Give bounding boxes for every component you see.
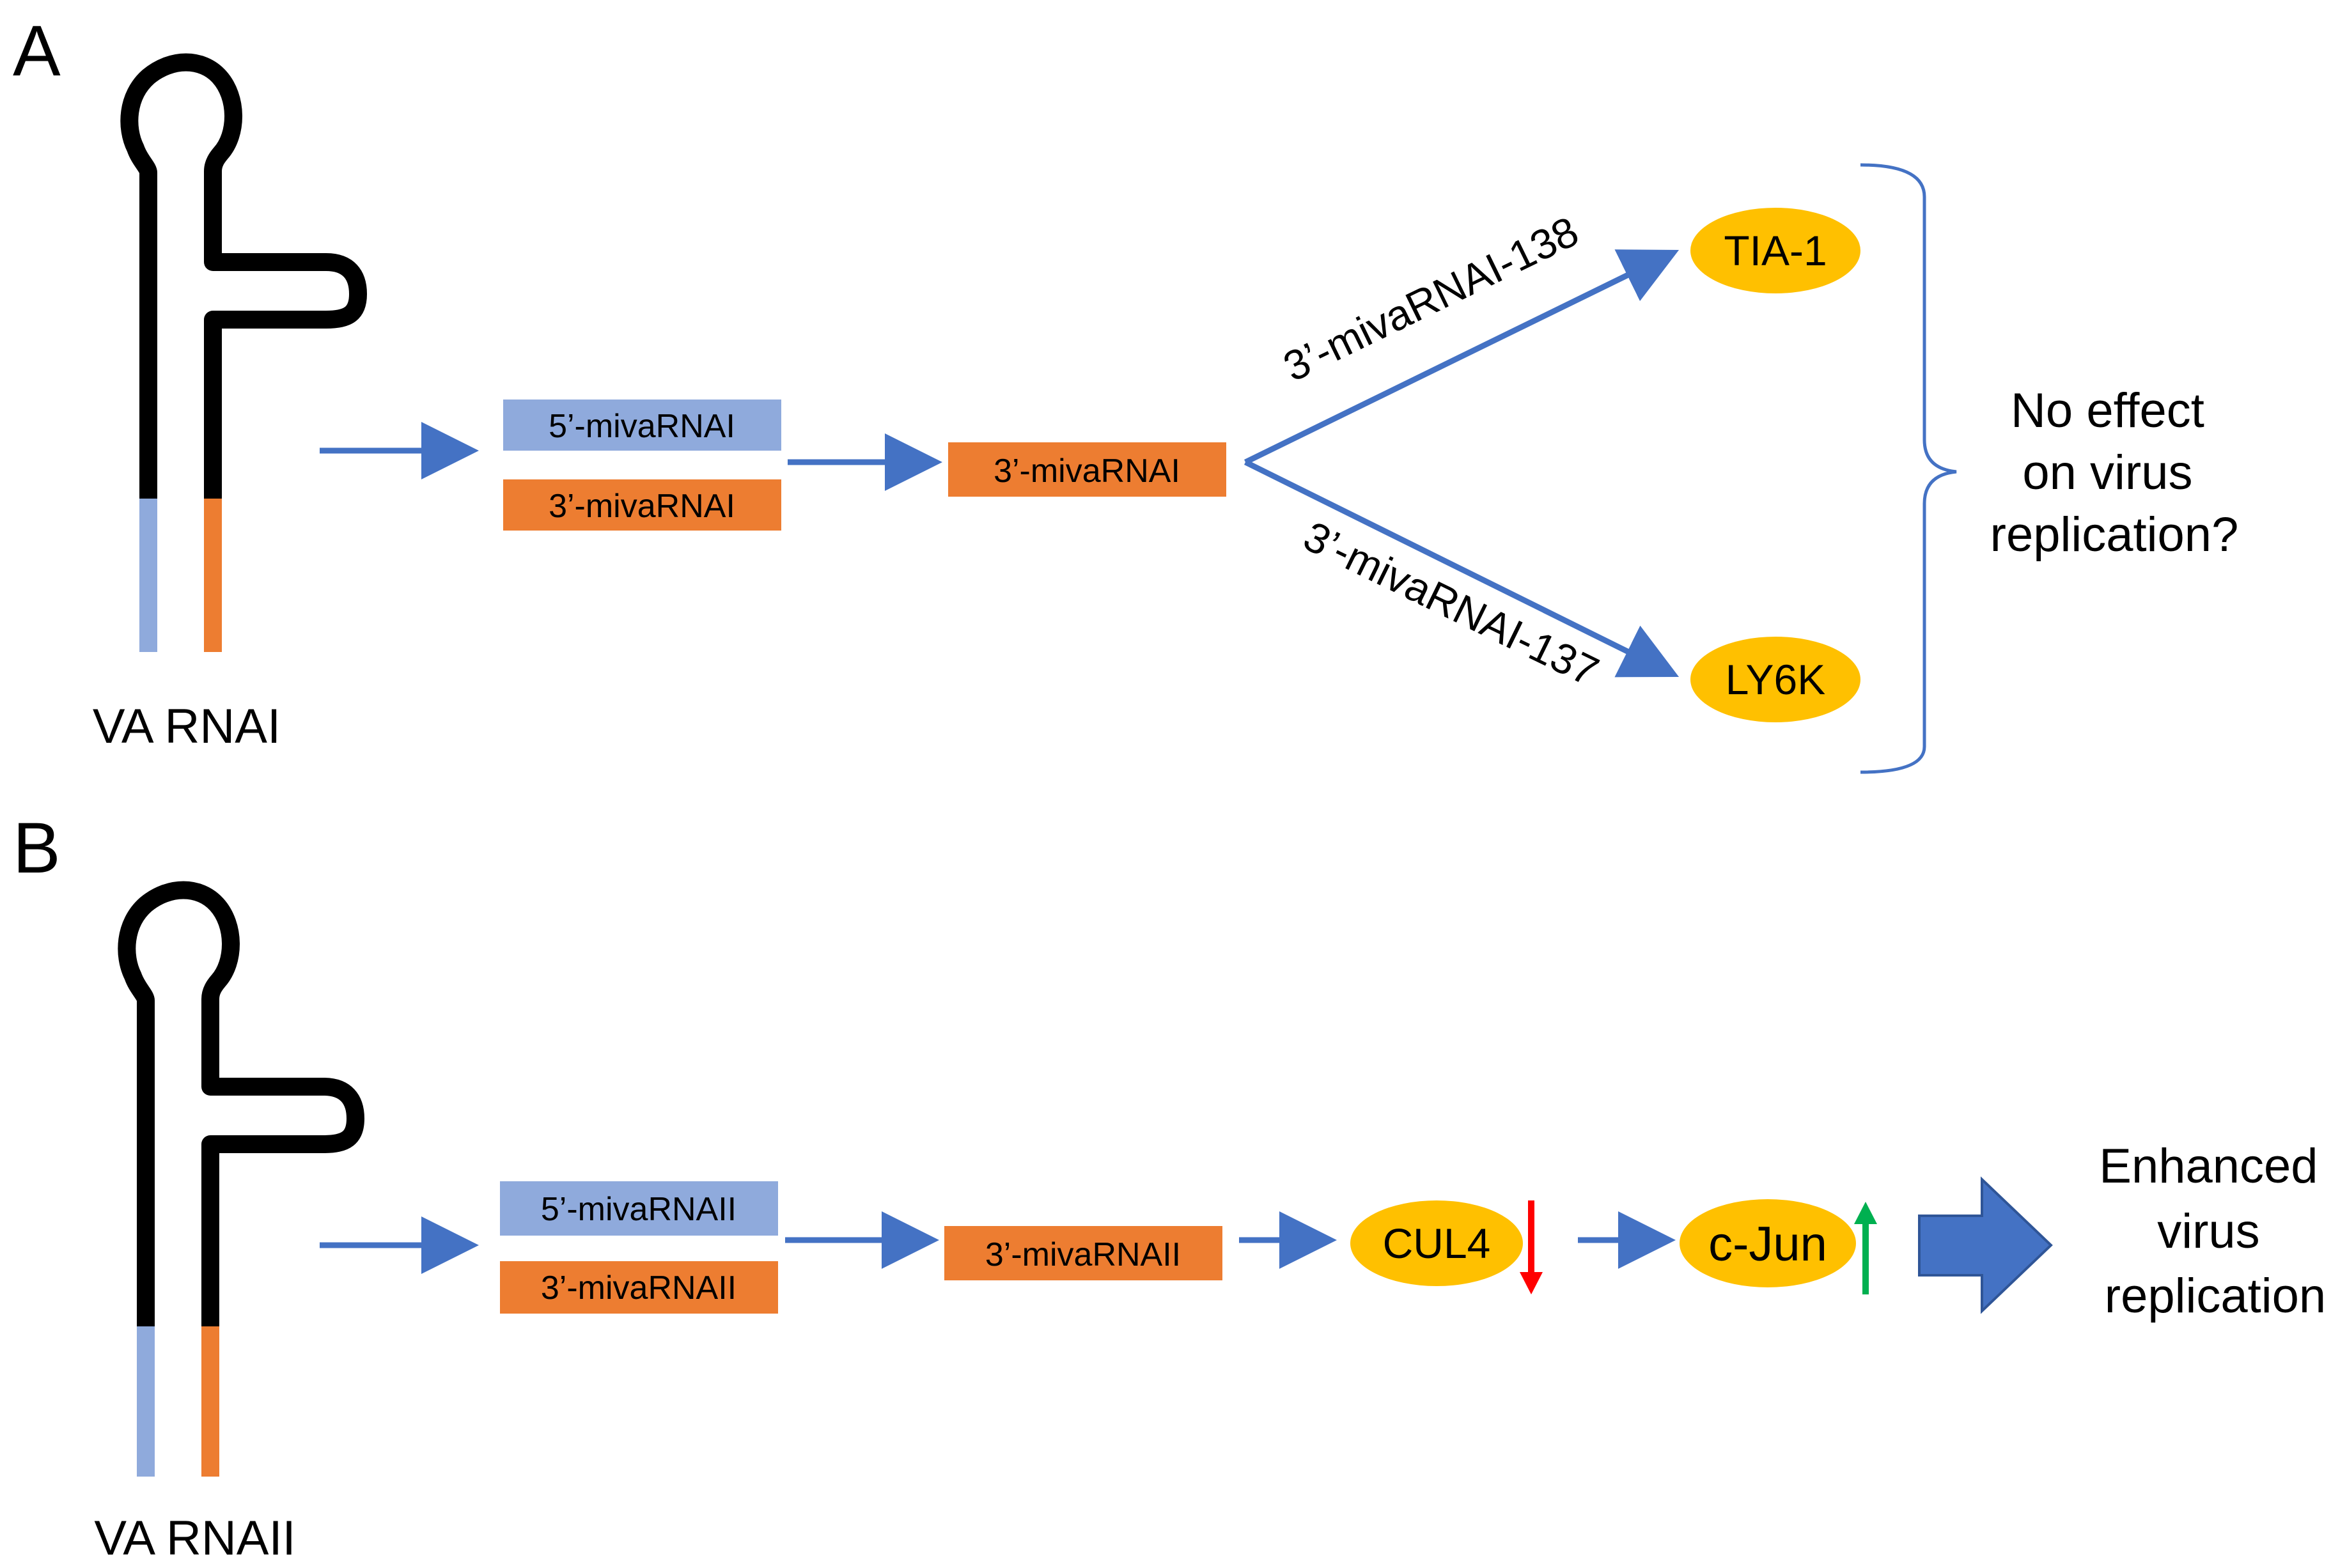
panel-b-letter: B [13, 808, 61, 888]
branch-arrow-upper [1244, 249, 1680, 465]
box-b-5p-label: 5’-mivaRNAII [541, 1191, 737, 1228]
up-arrow-icon [1854, 1202, 1877, 1294]
down-arrow-icon [1520, 1200, 1543, 1294]
box-a-3p [503, 479, 781, 531]
panel-b: B VA RNAII 5’-mivaRNAII 3’-mivaRNAII 3’-… [13, 808, 2331, 1565]
outcome-a-line-1: No effect [2011, 384, 2204, 438]
box-b-mature [944, 1226, 1222, 1280]
box-a-mature [948, 442, 1226, 497]
outcome-a: No effect on virus replication? [1990, 384, 2239, 562]
target-cjun-label: c-Jun [1708, 1217, 1827, 1271]
box-b-5p [500, 1181, 778, 1236]
target-cul4-label: CUL4 [1383, 1220, 1491, 1267]
target-tia1 [1690, 208, 1860, 293]
outcome-brace [1860, 163, 1957, 774]
va-rnai-hairpin [120, 53, 367, 652]
panel-a-letter: A [13, 11, 61, 91]
target-tia1-label: TIA-1 [1724, 227, 1827, 274]
fat-right-arrow-icon [1918, 1176, 2053, 1314]
branch-lower-label: 3’-mivaRNAI-137 [1297, 512, 1606, 695]
target-ly6k [1690, 637, 1860, 722]
outcome-b: Enhanced virus replication [2099, 1139, 2331, 1323]
box-a-5p-label: 5’-mivaRNAI [549, 408, 735, 445]
hairpin-b-left-strand [118, 881, 364, 1326]
va-rnaii-hairpin [118, 881, 364, 1477]
outcome-b-line-1: Enhanced [2099, 1139, 2318, 1193]
outcome-b-line-3: replication [2105, 1269, 2326, 1323]
target-cul4 [1350, 1200, 1523, 1286]
outcome-a-line-2: on virus [2022, 446, 2192, 500]
box-a-5p [503, 400, 781, 451]
box-b-mature-label: 3’-mivaRNAII [985, 1236, 1181, 1273]
box-a-mature-label: 3’-mivaRNAI [994, 453, 1180, 490]
va-rnai-label: VA RNAI [93, 699, 281, 754]
box-a-3p-label: 3’-mivaRNAI [549, 488, 735, 525]
outcome-b-line-2: virus [2157, 1204, 2259, 1259]
hairpin-a-left-strand [120, 53, 367, 499]
outcome-a-line-3: replication? [1990, 508, 2239, 562]
branch-arrow-lower [1244, 459, 1680, 678]
target-cjun [1680, 1199, 1856, 1287]
box-b-3p-label: 3’-mivaRNAII [541, 1269, 737, 1307]
target-ly6k-label: LY6K [1726, 656, 1826, 703]
box-b-3p [500, 1261, 778, 1314]
panel-a: A VA RNAI 5’-mivaRNAI 3’-mivaRNAI 3’-miv… [13, 11, 2239, 774]
branch-upper-label: 3’-mivaRNAI-138 [1276, 207, 1586, 391]
va-rnaii-label: VA RNAII [94, 1511, 295, 1565]
